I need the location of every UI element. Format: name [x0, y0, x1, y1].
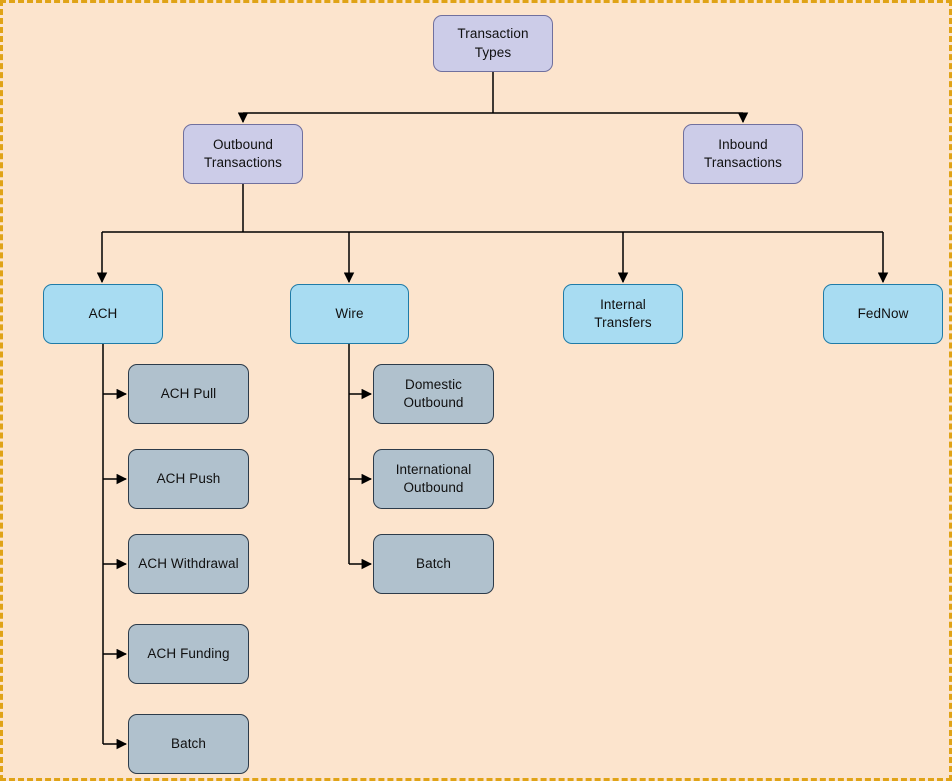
node-wire-domestic-outbound[interactable]: Domestic Outbound [373, 364, 494, 424]
node-wire[interactable]: Wire [290, 284, 409, 344]
node-ach[interactable]: ACH [43, 284, 163, 344]
node-inbound-transactions[interactable]: Inbound Transactions [683, 124, 803, 184]
node-outbound-transactions[interactable]: Outbound Transactions [183, 124, 303, 184]
node-wire-international-outbound[interactable]: International Outbound [373, 449, 494, 509]
node-internal-transfers[interactable]: Internal Transfers [563, 284, 683, 344]
node-ach-push[interactable]: ACH Push [128, 449, 249, 509]
node-ach-funding[interactable]: ACH Funding [128, 624, 249, 684]
node-wire-batch[interactable]: Batch [373, 534, 494, 594]
node-ach-batch[interactable]: Batch [128, 714, 249, 774]
node-ach-pull[interactable]: ACH Pull [128, 364, 249, 424]
node-fednow[interactable]: FedNow [823, 284, 943, 344]
node-ach-withdrawal[interactable]: ACH Withdrawal [128, 534, 249, 594]
node-transaction-types[interactable]: Transaction Types [433, 15, 553, 72]
